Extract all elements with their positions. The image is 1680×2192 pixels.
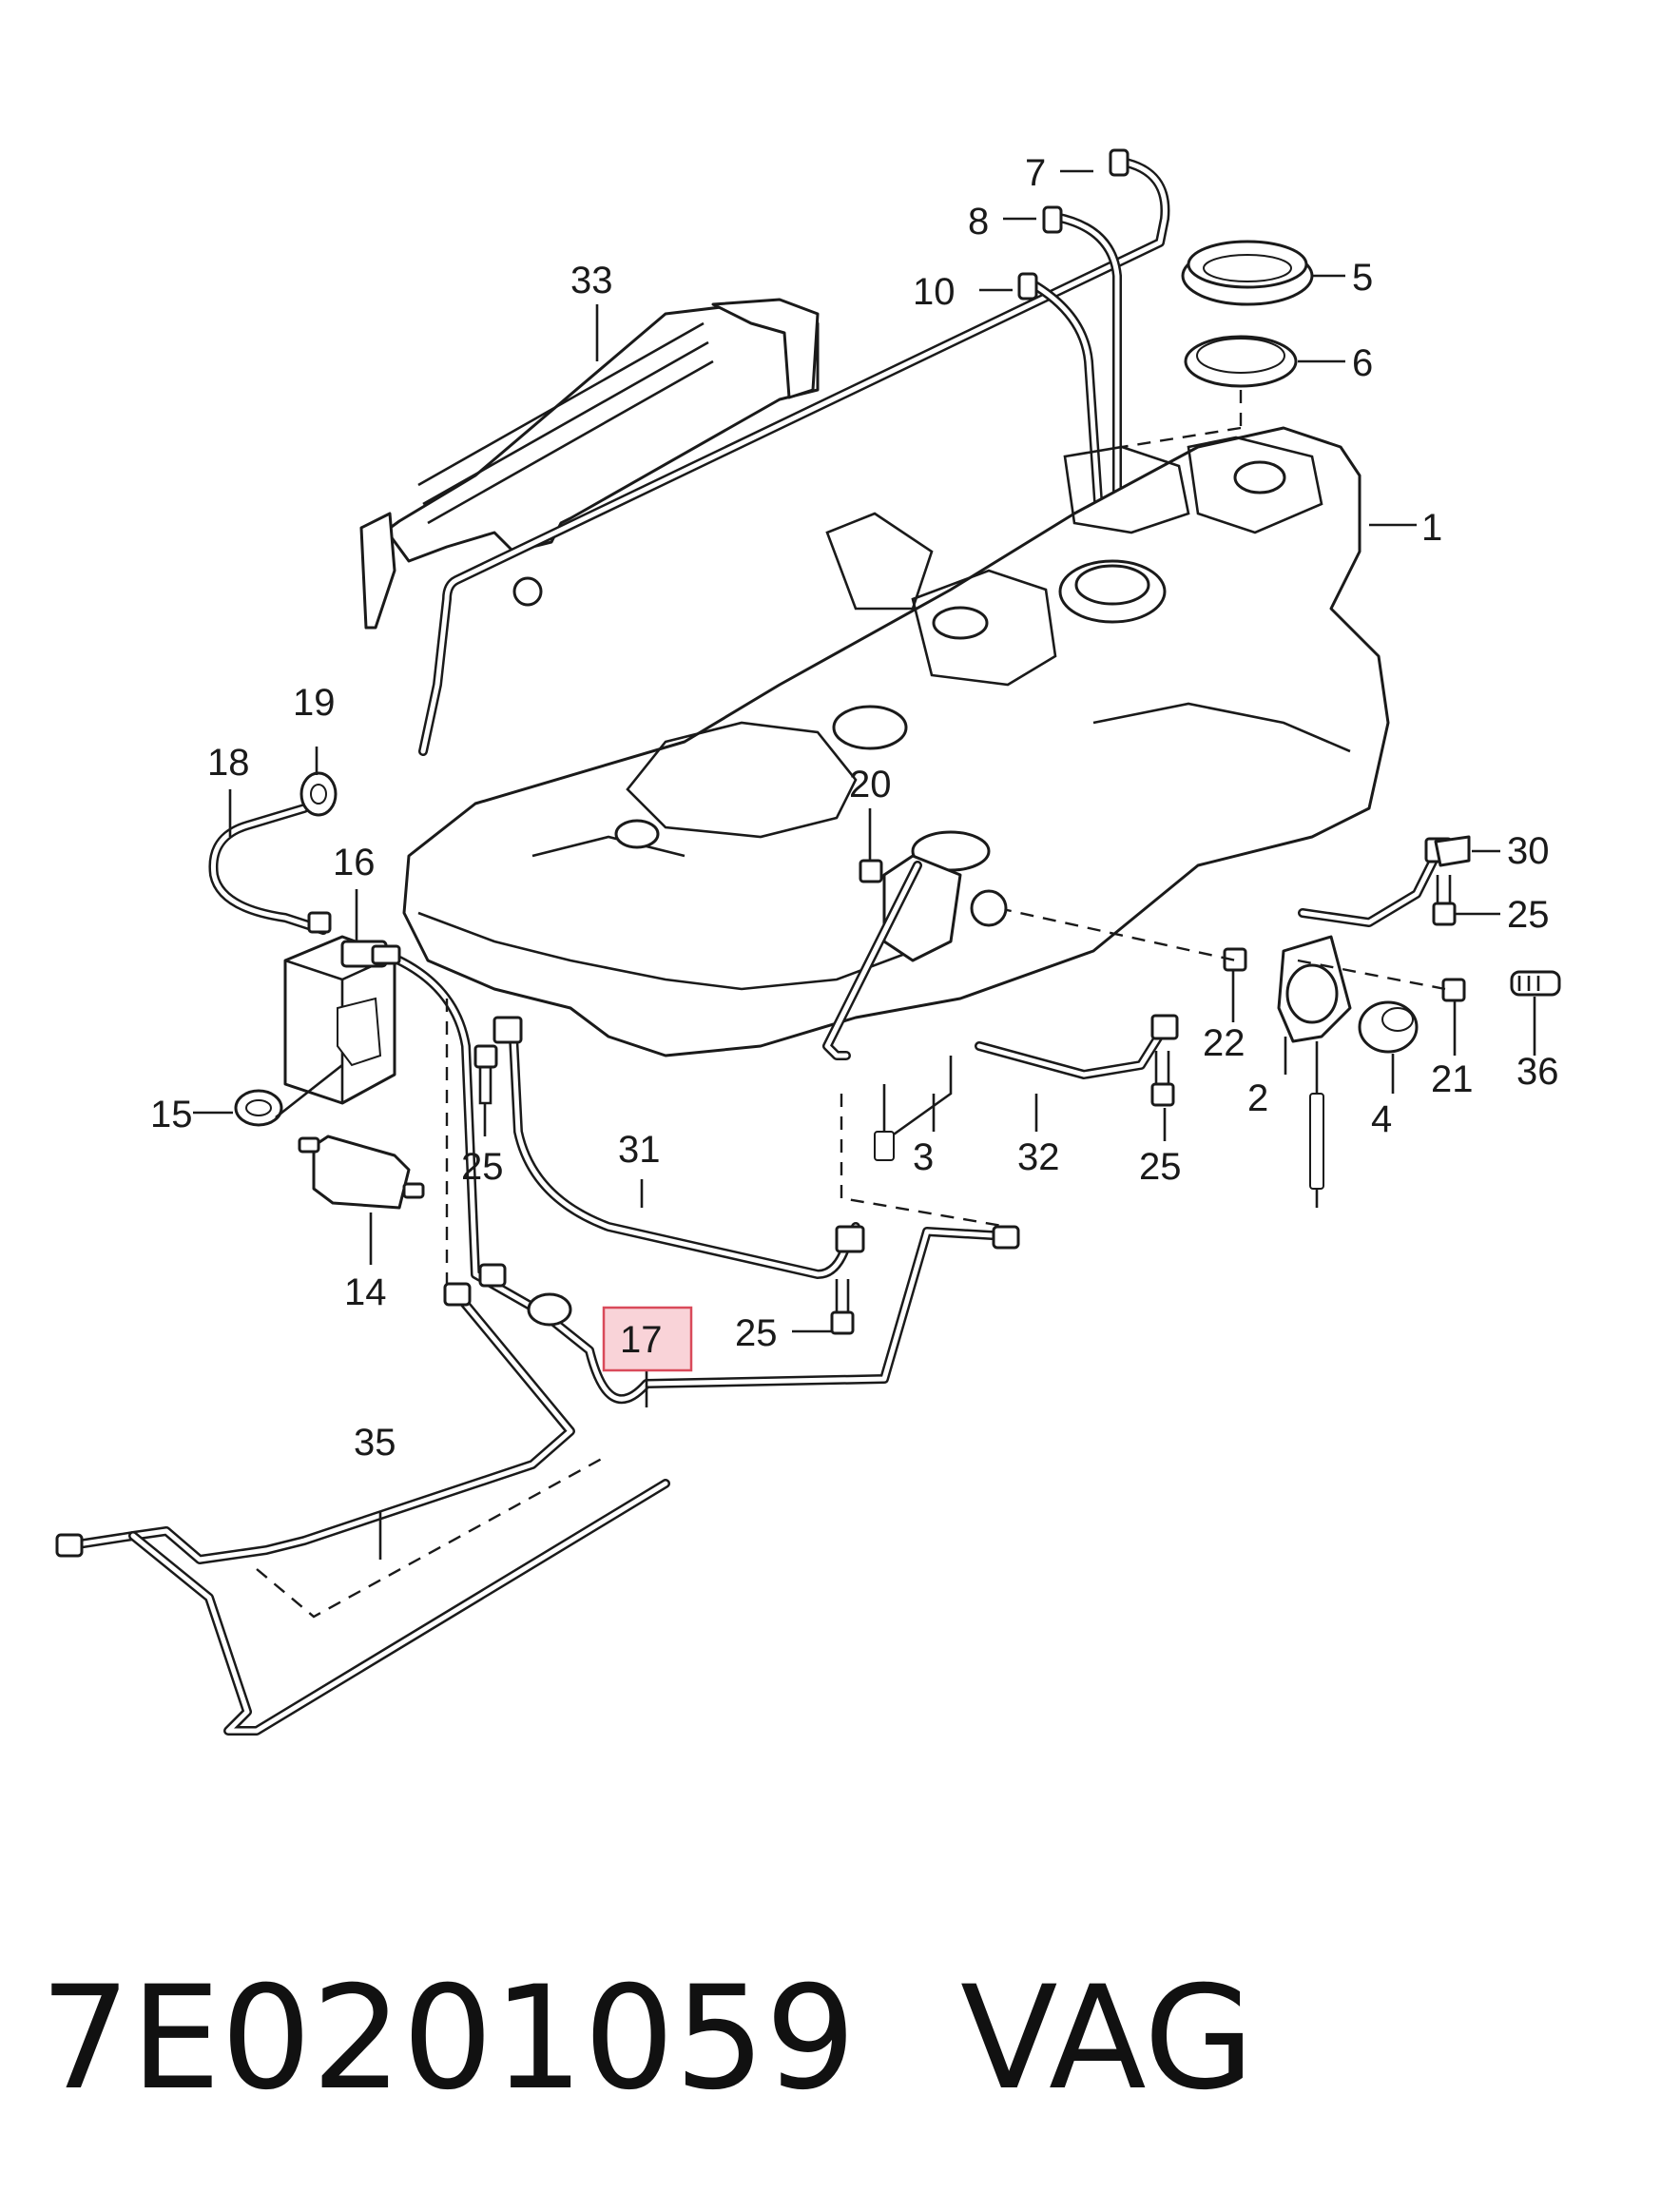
footer-caption: 7E0201059 VAG [40,1956,1254,2122]
sender-unit [822,854,1008,1161]
tank-strap-left [492,1016,865,1279]
label-18: 18 [207,742,250,784]
locking-ring [1181,240,1314,306]
bolt-25c [1150,1051,1175,1107]
label-25a: 25 [461,1146,504,1188]
label-25b: 25 [735,1312,778,1354]
label-36: 36 [1516,1051,1559,1093]
label-15: 15 [150,1094,193,1135]
filler-neck [1277,935,1352,1208]
label-17: 17 [620,1319,663,1361]
bolt-20 [859,859,883,883]
line-17-dash [445,999,1009,1284]
top-fuel-lines [418,148,1170,756]
bolt-25b [830,1279,855,1335]
label-3: 3 [913,1136,934,1178]
highlight-box-17 [602,1306,693,1372]
label-20: 20 [849,764,892,805]
fuel-line-35 [55,1282,670,1736]
fuel-line-17 [395,956,1020,1405]
label-33: 33 [570,260,613,301]
label-35: 35 [354,1422,396,1464]
canister-valve-16 [340,940,401,968]
carbon-canister [283,935,396,1105]
part-number: 7E0201059 [40,1956,856,2122]
label-10: 10 [913,271,956,313]
grommet-19 [299,771,338,817]
tank-seal [1184,335,1298,388]
label-4: 4 [1371,1098,1392,1140]
tank-strap-rear [1298,837,1453,927]
bracket-30 [1434,835,1471,867]
cap-strap-36 [1510,970,1561,997]
brand-name: VAG [960,1956,1254,2122]
label-32: 32 [1017,1136,1060,1178]
bolt-21 [1297,959,1466,1002]
label-8: 8 [968,201,989,242]
label-16: 16 [333,842,376,883]
part-labels: 1 2 3 4 5 6 7 8 10 14 15 16 17 18 19 20 … [150,152,1559,1464]
fuel-tank [402,426,1390,1057]
ring-leader-lines [1121,390,1243,449]
tank-strap-right [975,1014,1179,1079]
label-14: 14 [344,1271,387,1313]
label-2: 2 [1247,1077,1268,1119]
label-5: 5 [1352,257,1373,299]
bolt-25d [1432,875,1457,926]
label-25d: 25 [1507,894,1550,936]
vent-line-18 [208,804,332,935]
line-35-dash [256,1453,609,1619]
label-30: 30 [1507,830,1550,872]
bolt-25a [473,1044,498,1105]
label-31: 31 [618,1129,661,1171]
label-25c: 25 [1139,1146,1182,1188]
hose-clamp-15 [234,1063,343,1127]
fuel-filter-14 [298,1135,425,1210]
label-6: 6 [1352,342,1373,384]
label-22: 22 [1203,1022,1246,1064]
bolt-22 [997,906,1247,972]
filler-cap [1358,1000,1419,1054]
label-1: 1 [1421,507,1442,549]
label-7: 7 [1025,152,1046,194]
label-19: 19 [293,682,336,724]
label-21: 21 [1431,1058,1474,1100]
heat-shield [359,298,820,630]
